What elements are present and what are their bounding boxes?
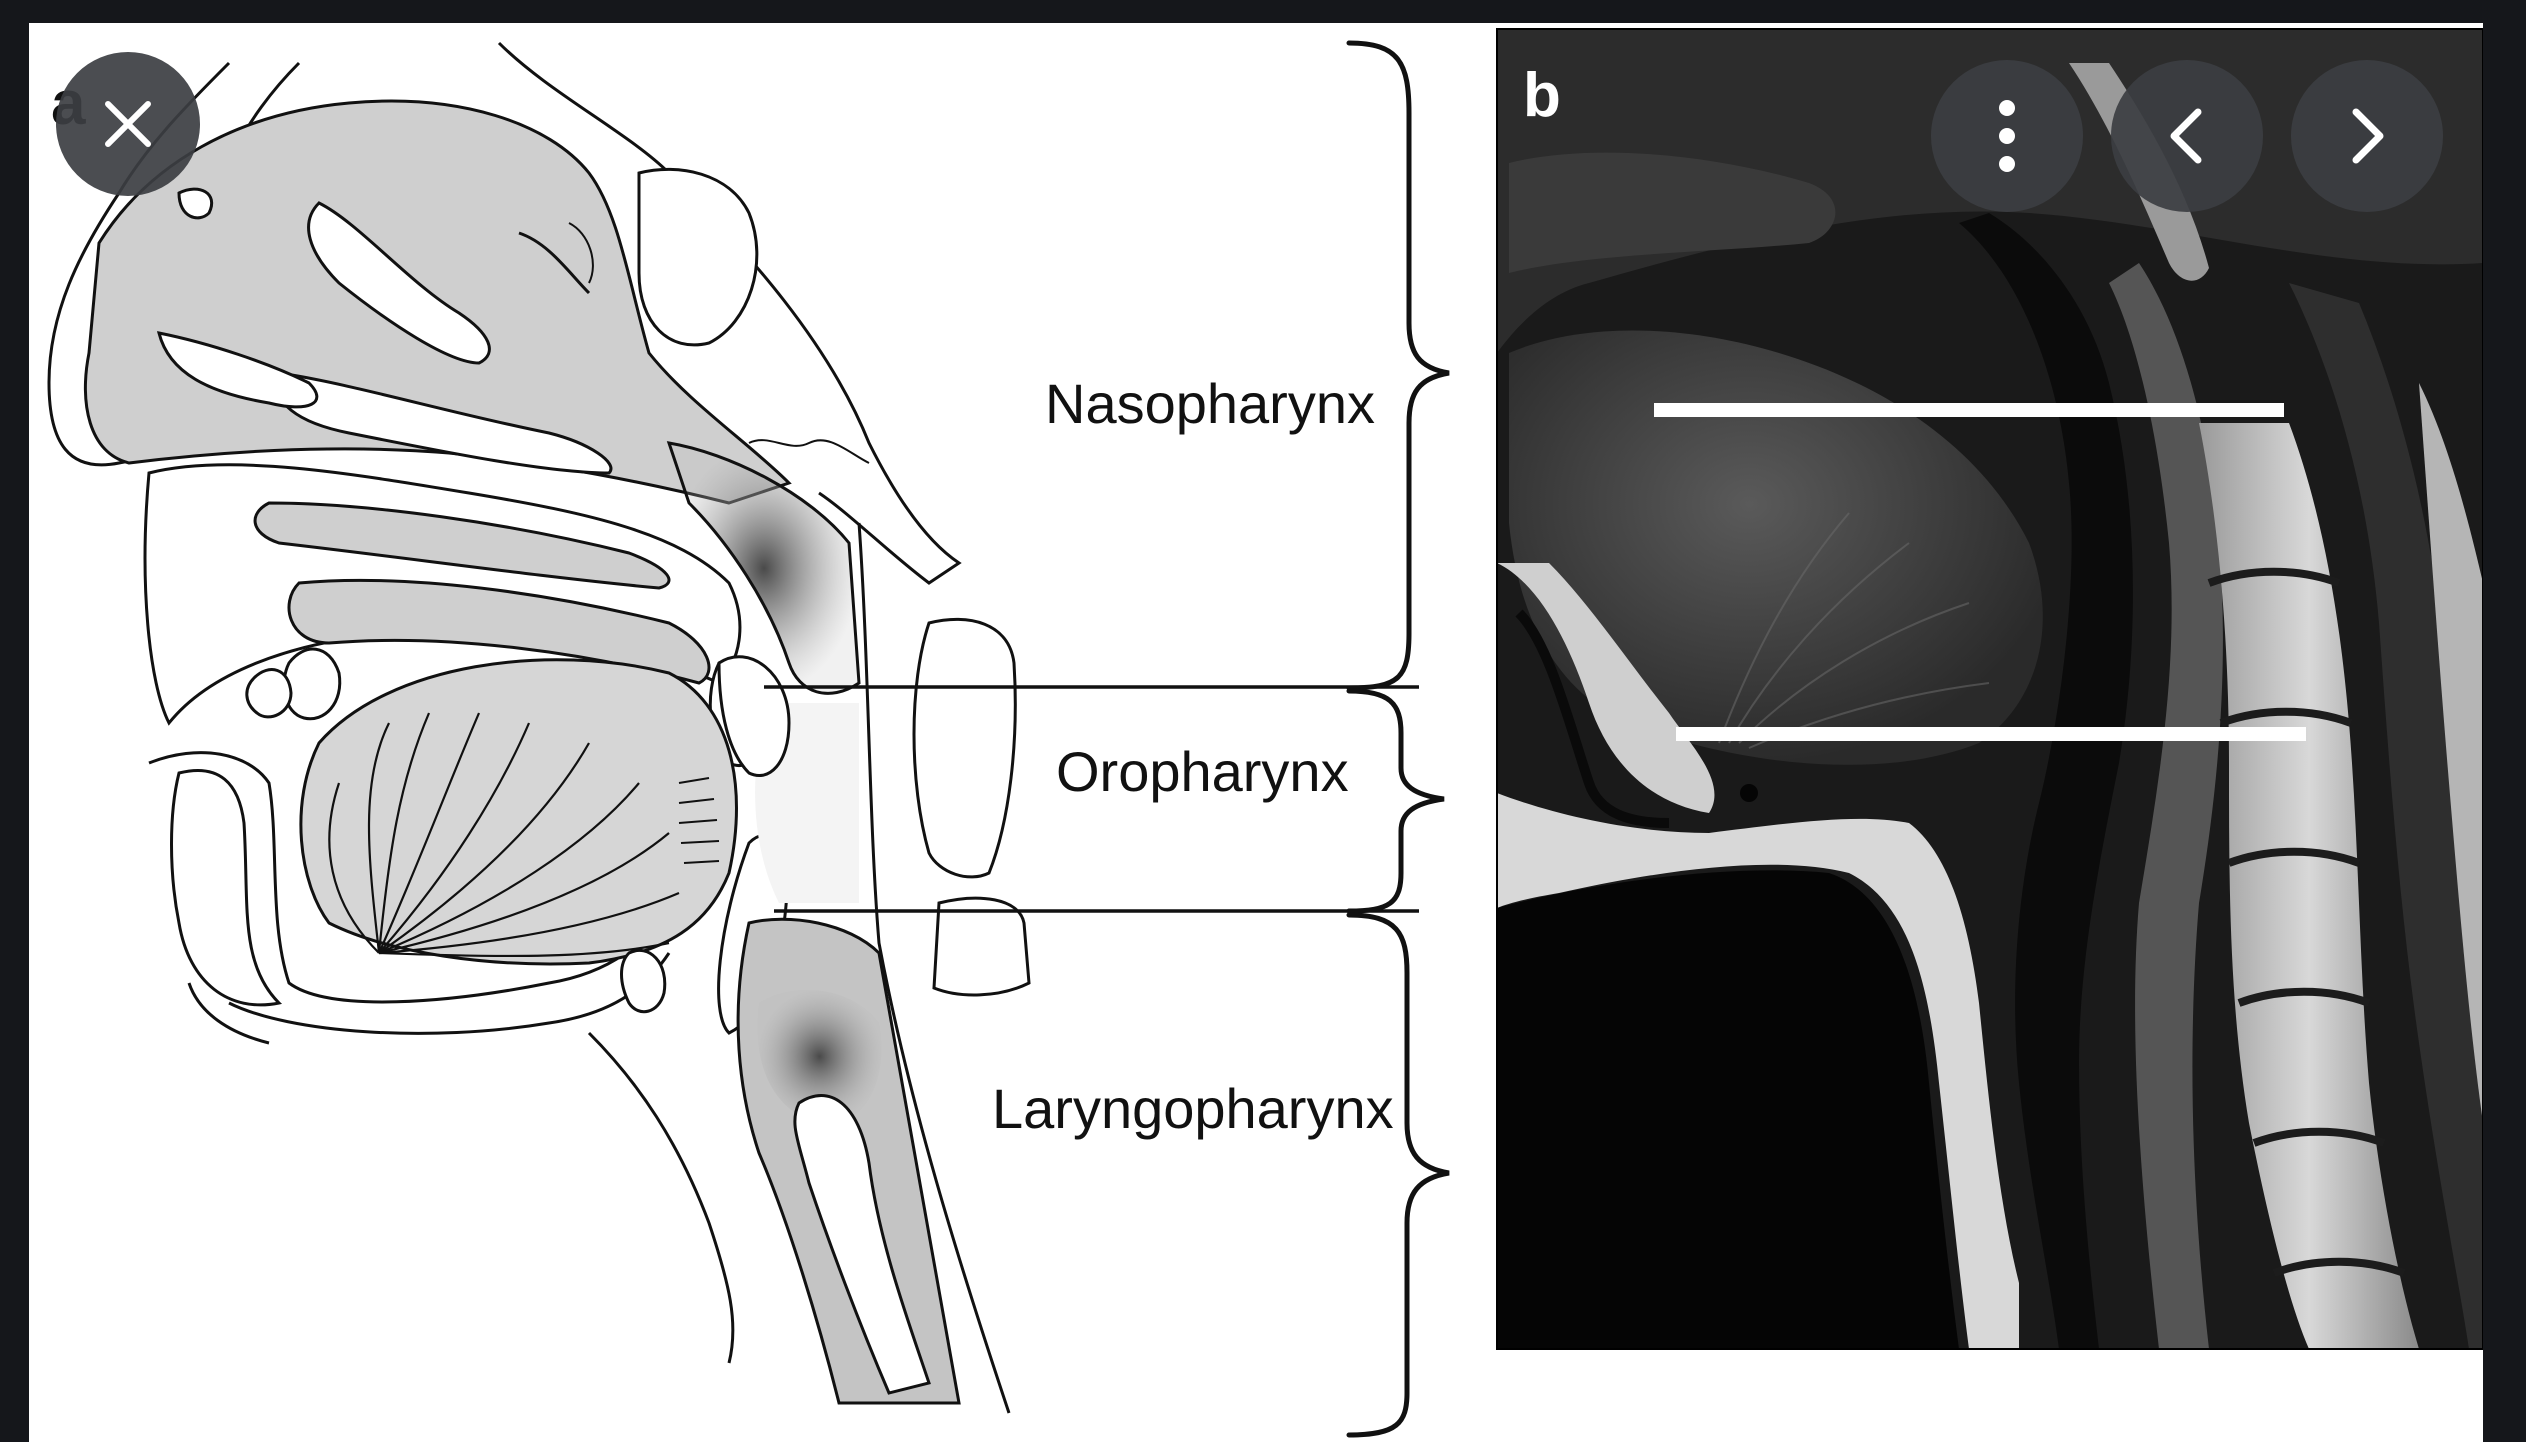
figure-artwork <box>47 28 2483 1438</box>
chevron-left-icon <box>2170 108 2202 164</box>
more-vertical-icon <box>1999 100 2015 172</box>
panel-b-letter: b <box>1523 61 1561 130</box>
close-button[interactable] <box>56 52 200 196</box>
label-nasopharynx: Nasopharynx <box>1045 372 1375 435</box>
previous-image-button[interactable] <box>2111 60 2263 212</box>
label-oropharynx: Oropharynx <box>1056 740 1349 803</box>
next-image-button[interactable] <box>2291 60 2443 212</box>
chevron-right-icon <box>2352 108 2384 164</box>
panel-a-drawing <box>47 41 1419 1414</box>
panel-b-mri <box>1496 28 2483 1350</box>
label-laryngopharynx: Laryngopharynx <box>992 1077 1394 1140</box>
more-options-button[interactable] <box>1931 60 2083 212</box>
close-icon <box>105 101 151 147</box>
anatomy-figure: a b Nasopharynx Oropharynx Laryngopharyn… <box>29 23 2483 1442</box>
region-braces <box>1346 40 1450 1438</box>
